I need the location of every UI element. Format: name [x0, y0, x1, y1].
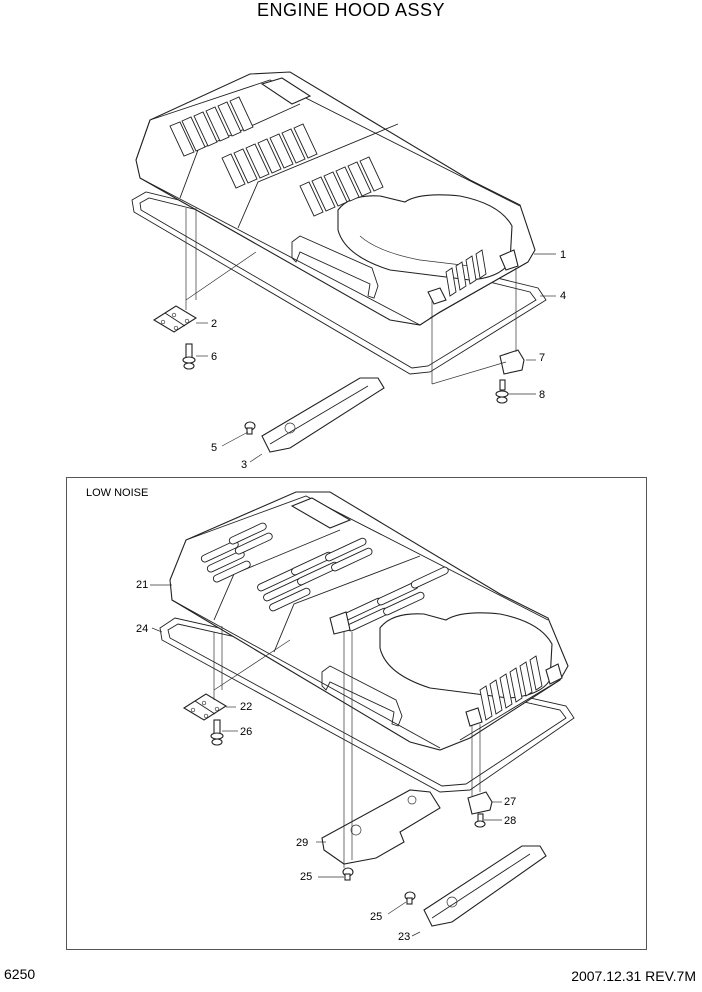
callout-25-striker: 25 — [370, 911, 383, 923]
stopper-block — [499, 349, 525, 375]
callout-3: 3 — [241, 459, 248, 471]
low-noise-vent-slots-rear — [200, 522, 273, 583]
hinge-bolt — [182, 343, 196, 370]
callout-2: 2 — [211, 318, 218, 330]
callout-28: 28 — [504, 815, 517, 827]
callout-25-bracket: 25 — [300, 871, 313, 883]
callout-22: 22 — [240, 701, 253, 713]
callout-27: 27 — [504, 796, 517, 808]
low-noise-section-label: LOW NOISE — [86, 487, 149, 499]
page-number: 6250 — [4, 966, 36, 982]
revision-stamp: 2007.12.31 REV.7M — [571, 968, 696, 984]
vent-slots-rear — [169, 96, 254, 157]
vent-slots-front — [299, 156, 384, 217]
low-noise-hood-cover — [169, 491, 569, 751]
low-noise-vent-slots-middle — [257, 537, 373, 612]
callout-7: 7 — [539, 352, 546, 364]
callout-26: 26 — [240, 726, 253, 738]
engine-hood-cover — [135, 71, 536, 326]
low-noise-stopper-bolt — [474, 813, 486, 828]
low-noise-stopper-block — [467, 791, 493, 815]
low-noise-hood-hinge — [182, 693, 228, 721]
low-noise-vent-slots-front — [341, 566, 449, 632]
page-title: ENGINE HOOD ASSY — [256, 0, 446, 20]
low-noise-section-frame — [66, 477, 647, 950]
bracket-screw — [342, 867, 354, 881]
side-grille — [445, 249, 487, 297]
low-noise-striker-screw — [404, 891, 416, 905]
callout-24: 24 — [136, 623, 149, 635]
striker-screw — [244, 421, 256, 435]
callout-23: 23 — [398, 931, 411, 943]
upper-leader-lines — [185, 208, 556, 463]
low-noise-striker-plate — [423, 845, 547, 927]
bracket-plate — [321, 789, 441, 865]
low-noise-side-grille — [479, 655, 543, 721]
callout-1: 1 — [560, 249, 567, 261]
hood-hinge — [152, 305, 198, 333]
callout-5: 5 — [211, 442, 218, 454]
callout-8: 8 — [539, 389, 546, 401]
callout-29: 29 — [296, 837, 309, 849]
callout-6: 6 — [211, 351, 218, 363]
low-noise-hood-group — [150, 491, 575, 937]
striker-plate — [261, 377, 385, 453]
stopper-bolt — [495, 379, 509, 404]
callout-4: 4 — [560, 290, 567, 302]
standard-hood-group — [131, 71, 556, 463]
callout-21: 21 — [136, 579, 149, 591]
low-noise-hinge-bolt — [210, 719, 224, 746]
vent-slots-middle — [221, 123, 318, 189]
lower-leader-lines — [150, 584, 502, 937]
